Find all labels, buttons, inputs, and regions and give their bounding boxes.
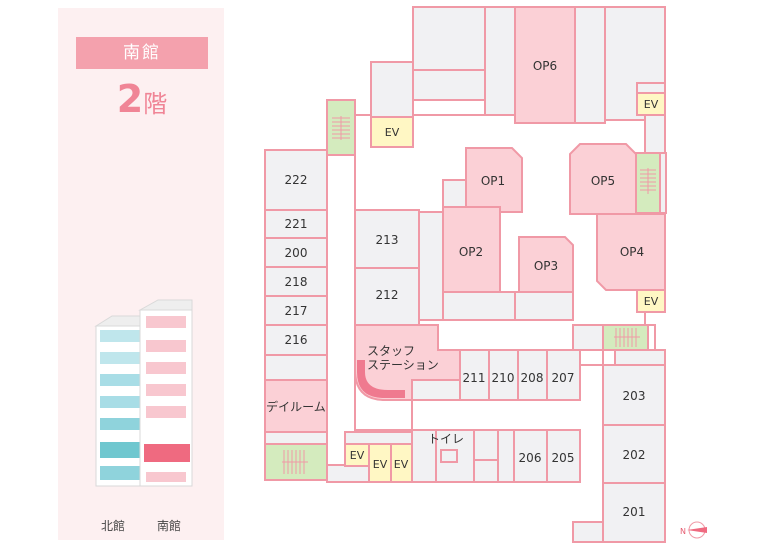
room-210-label: 210 [492,371,515,385]
compass-icon [687,521,707,539]
room-213 [354,209,420,269]
minimap-south-building [138,299,193,487]
room-222 [264,149,328,211]
room-222-label: 222 [285,173,308,187]
room-221-label: 221 [285,217,308,231]
room-op1-side [442,179,467,208]
staff-station-counter [357,360,405,398]
room-202 [602,424,666,484]
staff-station-label-2: ステーション [367,358,439,372]
room-205 [546,429,581,483]
minimap-north-label: 北館 [101,519,126,533]
room-top-g [636,82,666,94]
room-203-label: 203 [623,389,646,403]
room-206-label: 206 [519,451,542,465]
building-name-badge: 南館 [76,37,208,69]
room-top-f [370,61,414,118]
room-top-d [574,6,606,124]
compass-north-label: N [680,527,686,536]
room-op5-edge [659,152,667,214]
room-op2 [442,206,501,293]
room-200-label: 200 [285,246,308,260]
room-207-label: 207 [552,371,575,385]
room-bottom-d [473,459,499,483]
elevator-1 [370,116,414,148]
room-center-strip [418,211,444,321]
room-201-label: 201 [623,505,646,519]
room-dayroom [264,379,328,433]
building-minimap [94,299,193,487]
room-station-back [411,379,461,401]
room-bottom-e [497,429,515,483]
room-205-label: 205 [552,451,575,465]
elevator-3-label: EV [644,295,659,308]
stairs-4-steps [614,328,640,347]
room-right-small [572,324,604,351]
room-201-side [572,521,604,543]
room-211-label: 211 [463,371,486,385]
elevator-6-label: EV [394,458,409,471]
room-216-label: 216 [285,333,308,347]
minimap-south-label: 南館 [157,519,182,533]
room-top-b [484,6,516,116]
room-right-top [614,349,666,366]
room-op2-label: OP2 [459,245,483,259]
room-bottom-c [473,429,499,461]
room-op4-label: OP4 [620,245,644,259]
room-op6-label: OP6 [533,59,557,73]
room-left-small [264,431,328,445]
room-op3-label: OP3 [534,259,558,273]
elevator-2-label: EV [644,98,659,111]
room-op3 [518,236,574,293]
room-op1-label: OP1 [481,174,505,188]
room-op5-label: OP5 [591,174,615,188]
toilet-fixture [440,449,458,463]
staff-station-label-1: スタッフ [367,344,415,358]
elevator-5-label: EV [373,458,388,471]
room-210 [488,349,519,401]
room-212-label: 212 [376,288,399,302]
elevator-4-label: EV [350,449,365,462]
room-213-label: 213 [376,233,399,247]
room-top-c [412,69,486,101]
room-op2-below [442,291,516,321]
elevator-1-label: EV [385,126,400,139]
room-207 [546,349,581,401]
room-op3-below [514,291,574,321]
room-206 [513,429,548,483]
room-216 [264,324,328,356]
minimap-north-building [94,315,153,487]
room-dayroom-label: デイルーム [266,399,326,414]
floor-unit: 階 [143,90,168,118]
room-bottom-strip [344,431,413,445]
stairs-2-steps [282,450,308,474]
room-201 [602,482,666,543]
room-left-blank [264,354,328,381]
room-op4 [596,213,666,291]
floor-number-label: 2階 [76,76,208,122]
floor-number: 2 [116,77,144,121]
elevator-3 [636,289,666,313]
room-bottom-a [326,464,370,483]
room-208-label: 208 [521,371,544,385]
room-208 [517,349,548,401]
room-202-label: 202 [623,448,646,462]
room-217-label: 217 [285,304,308,318]
room-top-h [644,114,666,154]
minimap-current-floor [144,444,190,462]
room-200 [264,237,328,268]
room-toilet-label: トイレ [428,432,464,446]
room-218-label: 218 [285,275,308,289]
stairs-1-steps [332,116,350,140]
stairs-3-steps [640,168,656,194]
